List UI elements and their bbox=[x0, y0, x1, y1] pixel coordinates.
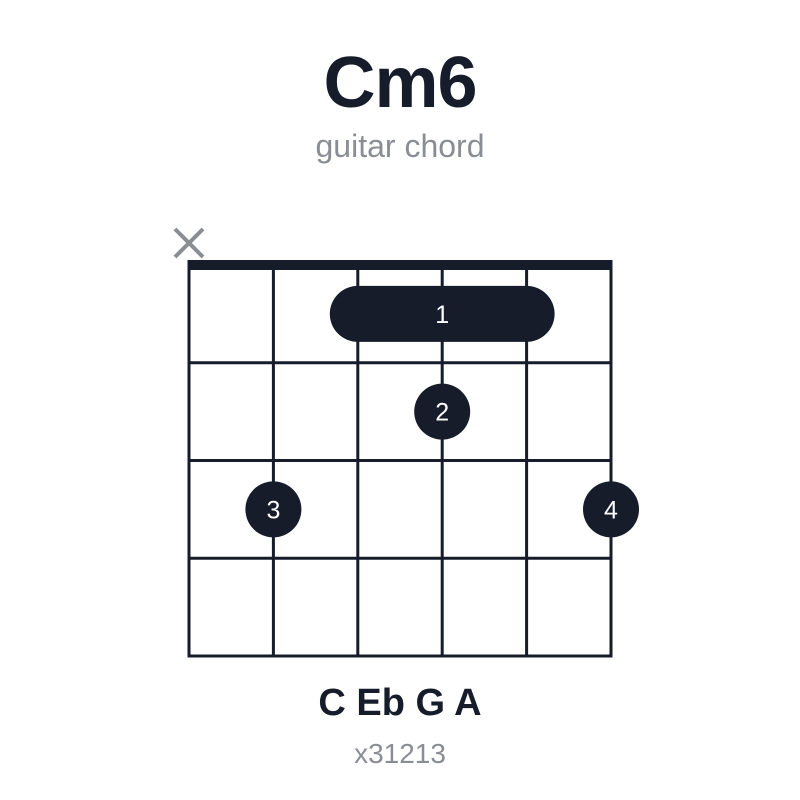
chord-diagram: 1 2 3 4 bbox=[173, 227, 639, 658]
chord-title: Cm6 bbox=[323, 43, 477, 123]
finger-dot-label: 4 bbox=[604, 496, 618, 524]
finger-dot-label: 2 bbox=[435, 399, 449, 427]
muted-string-x-icon bbox=[173, 227, 205, 259]
barre-finger-label: 1 bbox=[435, 301, 449, 329]
chord-fingering: x31213 bbox=[354, 738, 446, 769]
finger-dot bbox=[414, 383, 471, 440]
chord-subtitle: guitar chord bbox=[315, 128, 485, 164]
finger-dot-label: 3 bbox=[266, 496, 280, 524]
chord-notes: C Eb G A bbox=[318, 682, 482, 724]
finger-dot bbox=[245, 481, 302, 538]
nut bbox=[187, 260, 613, 270]
finger-dot bbox=[583, 481, 639, 538]
barre bbox=[329, 285, 555, 342]
